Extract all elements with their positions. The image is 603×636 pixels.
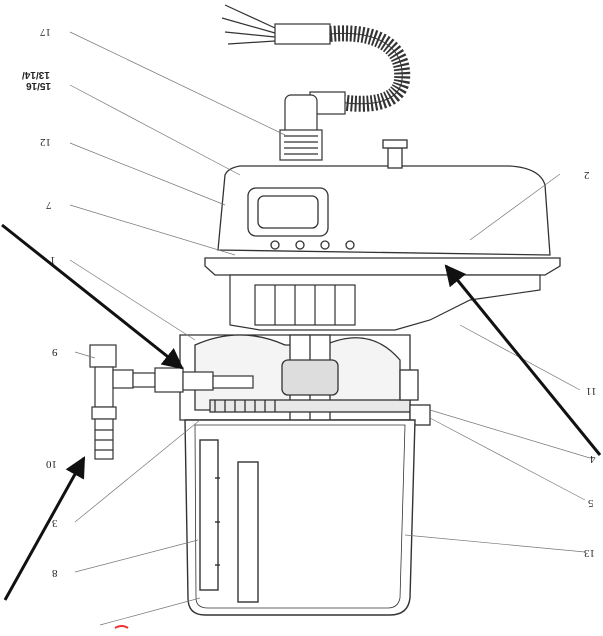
label-3: 3 xyxy=(52,517,58,529)
label-2: 2 xyxy=(584,169,590,181)
label-4: 4 xyxy=(590,453,596,465)
pump-body xyxy=(179,334,431,460)
label-10: 10 xyxy=(46,458,57,470)
reservoir-tank xyxy=(184,419,416,616)
label-17: 17 xyxy=(40,26,51,38)
label-1: 1 xyxy=(50,254,56,266)
mounting-flange xyxy=(204,257,561,276)
label-13-14: 13/14/ xyxy=(22,69,50,80)
label-5: 5 xyxy=(588,497,594,509)
label-7: 7 xyxy=(46,199,52,211)
label-9: 9 xyxy=(52,346,58,358)
motor-lower-body xyxy=(229,274,541,331)
label-15-16: 15/16 xyxy=(26,80,52,91)
red-mark xyxy=(114,625,129,629)
corrugated-conduit xyxy=(328,25,411,112)
label-12: 12 xyxy=(40,136,51,148)
label-13: 13 xyxy=(584,547,595,559)
elbow-connector xyxy=(279,91,346,161)
label-8: 8 xyxy=(52,567,58,579)
label-11: 11 xyxy=(586,385,597,397)
cable-wires xyxy=(221,4,331,45)
outlet-fitting xyxy=(89,344,254,460)
motor-housing xyxy=(217,139,551,256)
pointer-arrows xyxy=(1,223,602,601)
